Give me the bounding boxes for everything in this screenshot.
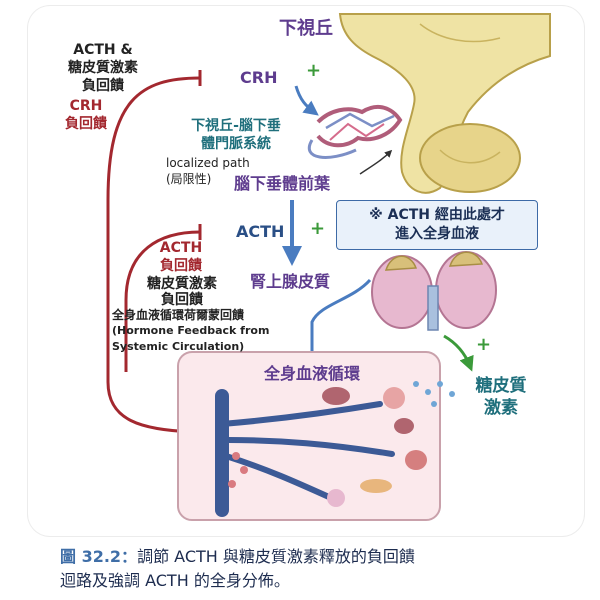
acth-feedback-line2: 負回饋 [160,258,202,274]
portal-vessel-network [307,104,403,159]
hypothalamus-label: 下視丘 [279,18,333,39]
hormone-feedback-line2: (Hormone Feedback from [112,324,270,337]
outer-feedback-line3: 負回饋 [82,78,124,94]
crh-to-pituitary-arrow [294,85,319,116]
feedback-lines [106,70,202,434]
outer-feedback-line2: 糖皮質激素 [68,60,138,76]
figure-caption-row1: 圖 32.2：調節 ACTH 與糖皮質激素釋放的負回饋 [60,545,580,569]
anterior-pituitary-label: 腦下垂體前葉 [234,174,331,193]
acth-label: ACTH [236,222,285,241]
portal-system-label-line2: 體門脈系統 [201,136,271,152]
systemic-circulation-box [177,351,441,521]
hormone-feedback-line3: Systemic Circulation) [112,340,245,353]
organ-icons [228,387,427,507]
hormone-particles [413,381,455,407]
adrenal-kidney-illustration [371,251,497,331]
localized-path-arrow [359,149,393,175]
glucocorticoid-release-arrow [443,334,474,372]
localized-path-label: localized path [166,156,250,170]
figure-caption: 圖 32.2：調節 ACTH 與糖皮質激素釋放的負回饋 迴路及強調 ACTH 的… [60,545,580,593]
crh-plus-sign: + [306,60,322,81]
figure-number: 圖 32.2： [60,547,138,566]
systemic-circulation-label: 全身血液循環 [263,364,360,383]
acth-entry-note-line2: 進入全身血液 [395,225,479,242]
pituitary-gland-illustration [338,13,551,194]
figure-caption-line1: 調節 ACTH 與糖皮質激素釋放的負回饋 [137,547,415,566]
crh-label: CRH [240,68,278,87]
outer-feedback-line [106,76,201,434]
glucocorticoid-label-line2: 激素 [484,398,518,418]
acth-entry-note: ※ ACTH 經由此處才 進入全身血液 [336,200,538,250]
figure-caption-line2: 迴路及強調 ACTH 的全身分佈。 [60,571,290,590]
acth-feedback-line [124,230,201,372]
acth-plus-sign: + [310,218,326,239]
acth-entry-note-line1: ※ ACTH 經由此處才 [369,207,505,223]
crh-feedback-line2: 負回饋 [65,116,107,132]
portal-system-label-line1: 下視丘-腦下垂 [191,118,281,134]
hormone-feedback-line1: 全身血液循環荷爾蒙回饋 [112,308,245,322]
acth-feedback-line1: ACTH [159,240,203,256]
glucocorticoid-label-line1: 糖皮質 [475,376,527,396]
blood-vessel-tree [215,389,395,517]
adrenal-cortex-label: 腎上腺皮質 [250,272,331,291]
outer-feedback-line1: ACTH & [73,42,133,58]
glucocorticoid-plus-sign: + [476,334,492,355]
acth-to-circulation-arrow [304,278,372,368]
localized-path-zh-label: (局限性) [166,172,212,186]
gluco-feedback-line2: 負回饋 [161,292,203,308]
gluco-feedback-line1: 糖皮質激素 [147,276,217,292]
crh-feedback-line1: CRH [69,98,103,114]
